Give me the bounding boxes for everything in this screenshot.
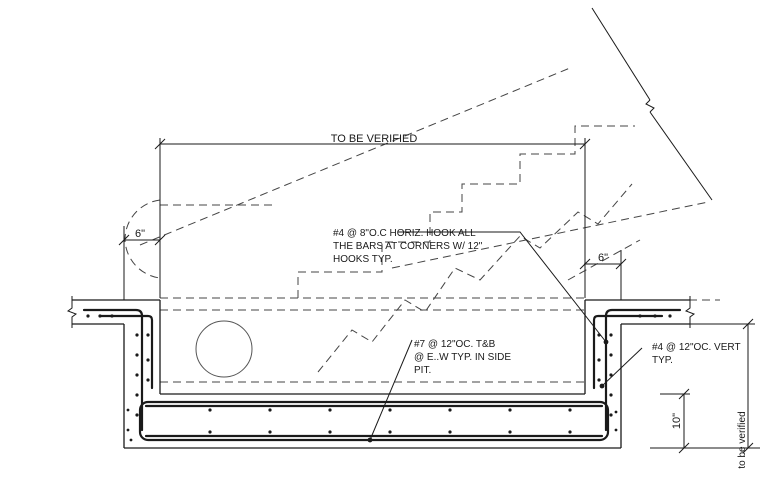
note-slab-line-3: PIT. bbox=[414, 365, 431, 376]
left-wall-bar-outer bbox=[82, 308, 144, 432]
left-wall-dim-label: 6" bbox=[135, 228, 145, 240]
slab-thickness-label: 10" bbox=[671, 413, 683, 429]
note-vert-line-1: #4 @ 12"OC. VERT bbox=[652, 342, 741, 353]
note-slab-line-2: @ E..W TYP. IN SIDE bbox=[414, 352, 511, 363]
overall-dimension bbox=[154, 138, 591, 298]
dashed-diagonal-upper bbox=[139, 67, 571, 246]
note-horiz-line-2: THE BARS AT CORNERS W/ 12" bbox=[333, 241, 483, 252]
depth-dim-label: to be verified bbox=[737, 411, 748, 468]
slab-break-right bbox=[684, 296, 696, 328]
left-wall-dimension bbox=[118, 226, 166, 300]
slab-bars-loop bbox=[138, 400, 610, 442]
leader-horiz-note bbox=[398, 231, 607, 343]
leader-vert-note bbox=[601, 347, 643, 387]
dashed-stair-lower bbox=[317, 183, 633, 373]
break-line bbox=[591, 7, 713, 201]
depth-dimension bbox=[690, 318, 755, 454]
rebar bbox=[82, 308, 682, 442]
right-wall-dimension bbox=[579, 250, 627, 300]
dashed-diagonal-lower bbox=[391, 201, 709, 269]
note-horiz-line-3: HOOKS TYP. bbox=[333, 254, 393, 265]
left-wall-bar-inner bbox=[98, 314, 154, 390]
concrete-outline bbox=[72, 299, 690, 449]
note-horizontal-bars: #4 @ 8"O.C HORIZ. HOOK ALL THE BARS AT C… bbox=[333, 228, 483, 265]
note-vert-line-2: TYP. bbox=[652, 355, 673, 366]
slab-break-left bbox=[66, 296, 78, 328]
note-slab-line-1: #7 @ 12"OC. T&B bbox=[414, 339, 496, 350]
rebar-dots bbox=[86, 314, 672, 442]
slab-thickness-dimension bbox=[650, 388, 760, 454]
dashed-stair-upper bbox=[297, 125, 635, 298]
note-vertical-bars: #4 @ 12"OC. VERT TYP. bbox=[652, 342, 741, 366]
overall-width-label: TO BE VERIFIED bbox=[331, 133, 418, 145]
note-slab-bars: #7 @ 12"OC. T&B @ E..W TYP. IN SIDE PIT. bbox=[414, 339, 511, 376]
right-wall-dim-label: 6" bbox=[598, 252, 608, 264]
leader-slab-note bbox=[369, 339, 413, 441]
leader-ticks bbox=[367, 339, 609, 443]
hidden-lines bbox=[124, 67, 720, 383]
leaders bbox=[369, 231, 643, 441]
note-horiz-line-1: #4 @ 8"O.C HORIZ. HOOK ALL bbox=[333, 228, 476, 239]
sump-opening-circle bbox=[195, 320, 253, 378]
right-wall-bar-inner bbox=[592, 314, 664, 390]
dashed-corner-diag bbox=[567, 239, 641, 281]
